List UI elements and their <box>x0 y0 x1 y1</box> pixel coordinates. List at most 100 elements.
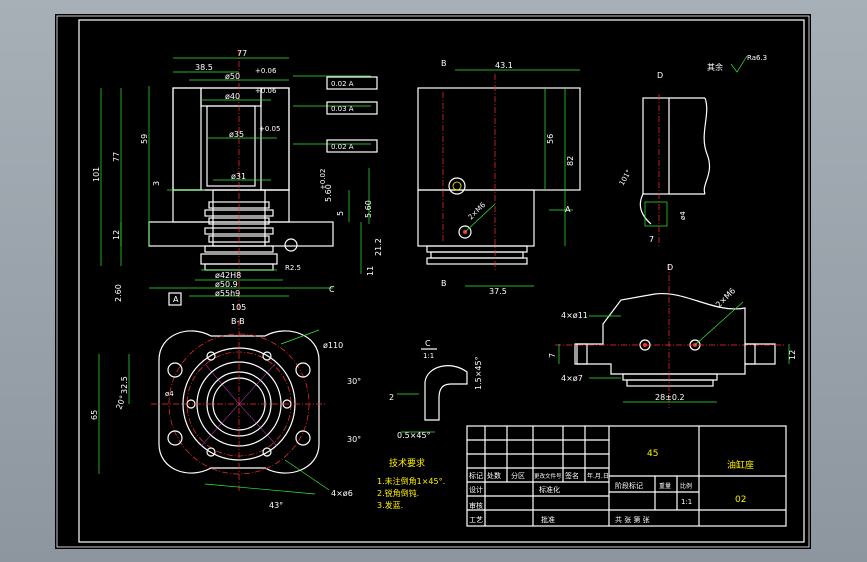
plan-30b: 30° <box>347 435 361 444</box>
label-a: A <box>173 295 179 304</box>
tb-approve: 批准 <box>541 515 555 524</box>
notes-heading: 技术要求 <box>389 457 425 469</box>
notes-line1: 1.未注倒角1×45°. <box>377 476 445 486</box>
dim-phi55: ø55h9 <box>215 289 240 298</box>
plan-view <box>151 320 327 492</box>
side-82: 82 <box>566 156 575 166</box>
tb-material: 45 <box>647 449 658 459</box>
plan-phi-small: ø4 <box>165 390 174 398</box>
side-37-5: 37.5 <box>489 287 507 296</box>
tb-weight: 重量 <box>659 482 671 490</box>
tolerance-frames <box>326 76 378 153</box>
dim-top-width: 77 <box>237 49 247 58</box>
main-dimensions <box>100 57 371 297</box>
dim-phi50: ø50 <box>225 72 240 81</box>
datum-a-box <box>168 292 182 306</box>
sec-2xm6: 2×M6 <box>714 286 737 309</box>
view-bb-label: B-B <box>231 317 245 326</box>
tol-frame-2: 0.03 A <box>331 105 354 113</box>
sec-12: 12 <box>788 350 797 360</box>
dim-phi42: ø42H8 <box>215 271 241 280</box>
notes-line2: 2.锐角倒钝. <box>377 488 419 498</box>
side-dimensions <box>455 69 580 287</box>
dim-h5: 5 <box>336 211 345 216</box>
tol-frame-3: 0.02 A <box>331 143 354 151</box>
plan-phi86: 4×ø6 <box>331 489 353 498</box>
dim-phi31: ø31 <box>231 172 246 181</box>
dim-tol-b: +0.06 <box>255 87 277 95</box>
c-chamfer: 1.5×45° <box>474 356 483 390</box>
sec-4x11: 4×ø11 <box>561 311 588 320</box>
view-b-label: B <box>441 59 447 68</box>
dim-h12: 12 <box>112 230 121 240</box>
dim-r2-5: R2.5 <box>285 264 301 272</box>
section-view <box>555 264 785 408</box>
side-view-b <box>417 74 581 272</box>
dim-phi40: ø40 <box>225 92 240 101</box>
dim-tol-c: +0.05 <box>259 125 280 133</box>
plan-30a: 30° <box>347 377 361 386</box>
section-dimensions <box>558 301 790 403</box>
c-title: C <box>425 339 431 348</box>
plan-dimensions <box>98 329 330 495</box>
tb-sheets: 共 张 第 张 <box>615 515 650 524</box>
c-2: 2 <box>389 393 394 402</box>
tb-h-count: 处数 <box>487 471 501 480</box>
tb-part-name: 油缸座 <box>727 459 754 471</box>
dim-tol-a: +0.06 <box>255 67 277 75</box>
detail-phi4: ø4 <box>679 211 687 220</box>
outer-border <box>56 15 810 548</box>
ra-top: Ra6.3 <box>747 54 767 62</box>
dim-h5-60b: 5.60 <box>364 200 373 218</box>
dim-h59: 59 <box>140 134 149 144</box>
plan-65: 65 <box>90 410 99 420</box>
dim-h11: 11 <box>366 266 375 276</box>
side-56: 56 <box>546 134 555 144</box>
view-a-arrow: A <box>565 205 571 214</box>
tb-h-date: 年.月.日 <box>587 472 609 480</box>
detail-7: 7 <box>649 235 654 244</box>
inner-border <box>78 19 805 543</box>
detail-d: D <box>657 71 663 80</box>
dim-h77: 77 <box>112 152 121 162</box>
section-d-label: D <box>667 263 673 272</box>
plan-phi110: ø110 <box>323 341 343 350</box>
dim-h5-60a: 5.60 <box>324 184 333 202</box>
tb-review: 审核 <box>469 501 483 510</box>
sec-7: 7 <box>548 353 557 358</box>
c-detail <box>397 365 468 433</box>
dim-h2-60: 2.60 <box>114 284 123 302</box>
dim-tol-003: +0.02 <box>319 169 327 190</box>
tb-design: 设计 <box>469 485 483 494</box>
engineering-drawing: 0.02 A 0.03 A 0.02 A 77 38.5 ø50 +0.06 ø… <box>56 15 810 548</box>
tb-drawing-no: 02 <box>735 495 746 505</box>
sec-4x7: 4×ø7 <box>561 374 583 383</box>
tol-frame-1: 0.02 A <box>331 80 354 88</box>
tb-stage: 阶段标记 <box>615 481 643 490</box>
tb-h-docno: 更改文件号 <box>534 472 562 480</box>
plan-43: 43° <box>269 501 283 510</box>
title-block <box>466 425 787 527</box>
detail-view <box>639 94 711 246</box>
side-2xm6: 2×M6 <box>467 201 488 222</box>
dim-phi50-9: ø50.9 <box>215 280 238 289</box>
c-05: 0.5×45° <box>397 431 431 440</box>
tb-scale-val: 1:1 <box>681 498 692 506</box>
sec-28: 28±0.2 <box>655 393 685 402</box>
tb-std: 标准化 <box>539 485 560 494</box>
dim-h21: 21.2 <box>374 238 383 256</box>
rest-label: 其余 <box>707 62 723 72</box>
detail-101: 101° <box>618 168 633 187</box>
dim-w105: 105 <box>231 303 246 312</box>
tb-h-sign: 签名 <box>565 471 579 480</box>
view-b-label-2: B <box>441 279 447 288</box>
label-c: C <box>329 285 335 294</box>
tb-scale: 比例 <box>680 482 692 490</box>
tb-h-mark: 标记 <box>469 471 483 480</box>
tb-h-zone: 分区 <box>511 471 525 480</box>
drawing-sheet[interactable]: 0.02 A 0.03 A 0.02 A 77 38.5 ø50 +0.06 ø… <box>55 14 811 549</box>
plan-32-5: 32.5 <box>120 376 129 394</box>
dim-h3: 3 <box>152 181 161 186</box>
side-43: 43.1 <box>495 61 513 70</box>
